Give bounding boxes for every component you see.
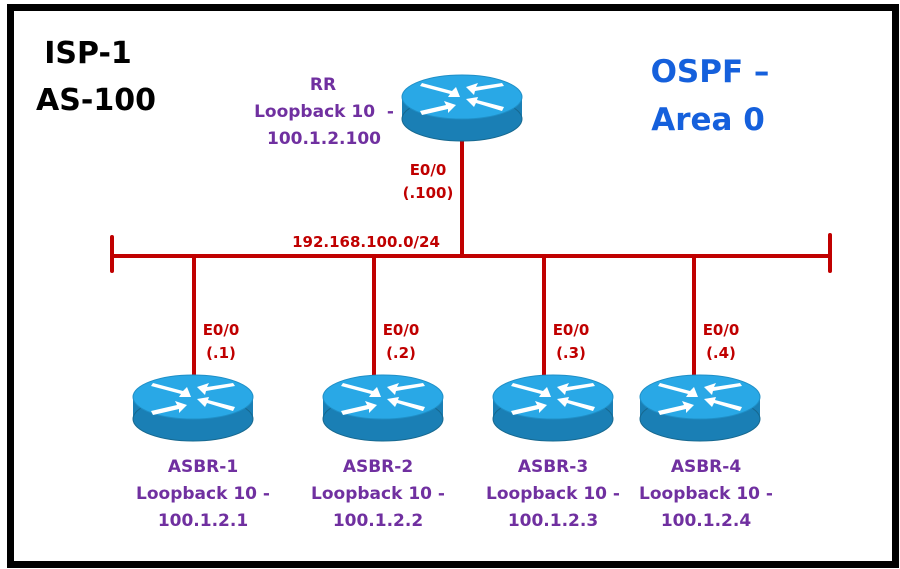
segment-label: 192.168.100.0/24	[292, 233, 440, 251]
interface-label: E0/0	[410, 161, 447, 179]
loopback-label: Loopback 10 -	[639, 484, 773, 504]
router-name: ASBR-4	[671, 457, 742, 477]
router-name: ASBR-3	[518, 457, 588, 477]
protocol-title-line1: OSPF –	[651, 54, 770, 90]
host-label: (.1)	[206, 344, 236, 362]
interface-label: E0/0	[553, 321, 590, 339]
loopback-label: Loopback 10 -	[254, 102, 394, 122]
router-icon[interactable]	[401, 74, 523, 142]
loopback-ip: 100.1.2.4	[661, 511, 752, 531]
router-name: ASBR-2	[343, 457, 413, 477]
loopback-ip: 100.1.2.2	[333, 511, 423, 531]
router-rr[interactable]: E0/0 (.100) RR Loopback 10 - 100.1.2.100	[254, 74, 523, 256]
isp-name: ISP-1	[44, 36, 132, 71]
interface-label: E0/0	[703, 321, 740, 339]
interface-label: E0/0	[203, 321, 240, 339]
host-label: (.3)	[556, 344, 586, 362]
loopback-label: Loopback 10 -	[311, 484, 445, 504]
loopback-ip: 100.1.2.100	[267, 129, 381, 149]
router-icon[interactable]	[639, 374, 761, 442]
router-name: RR	[310, 75, 336, 95]
loopback-label: Loopback 10 -	[486, 484, 620, 504]
host-label: (.2)	[386, 344, 416, 362]
router-icon[interactable]	[132, 374, 254, 442]
as-number: AS-100	[36, 83, 156, 118]
ethernet-segment: 192.168.100.0/24	[110, 233, 832, 273]
loopback-label: Loopback 10 -	[136, 484, 270, 504]
host-label: (.4)	[706, 344, 736, 362]
interface-label: E0/0	[383, 321, 420, 339]
loopback-ip: 100.1.2.3	[508, 511, 598, 531]
protocol-title-line2: Area 0	[651, 102, 765, 138]
host-label: (.100)	[403, 184, 454, 202]
router-name: ASBR-1	[168, 457, 238, 477]
router-icon[interactable]	[322, 374, 444, 442]
loopback-ip: 100.1.2.1	[158, 511, 248, 531]
router-icon[interactable]	[492, 374, 614, 442]
